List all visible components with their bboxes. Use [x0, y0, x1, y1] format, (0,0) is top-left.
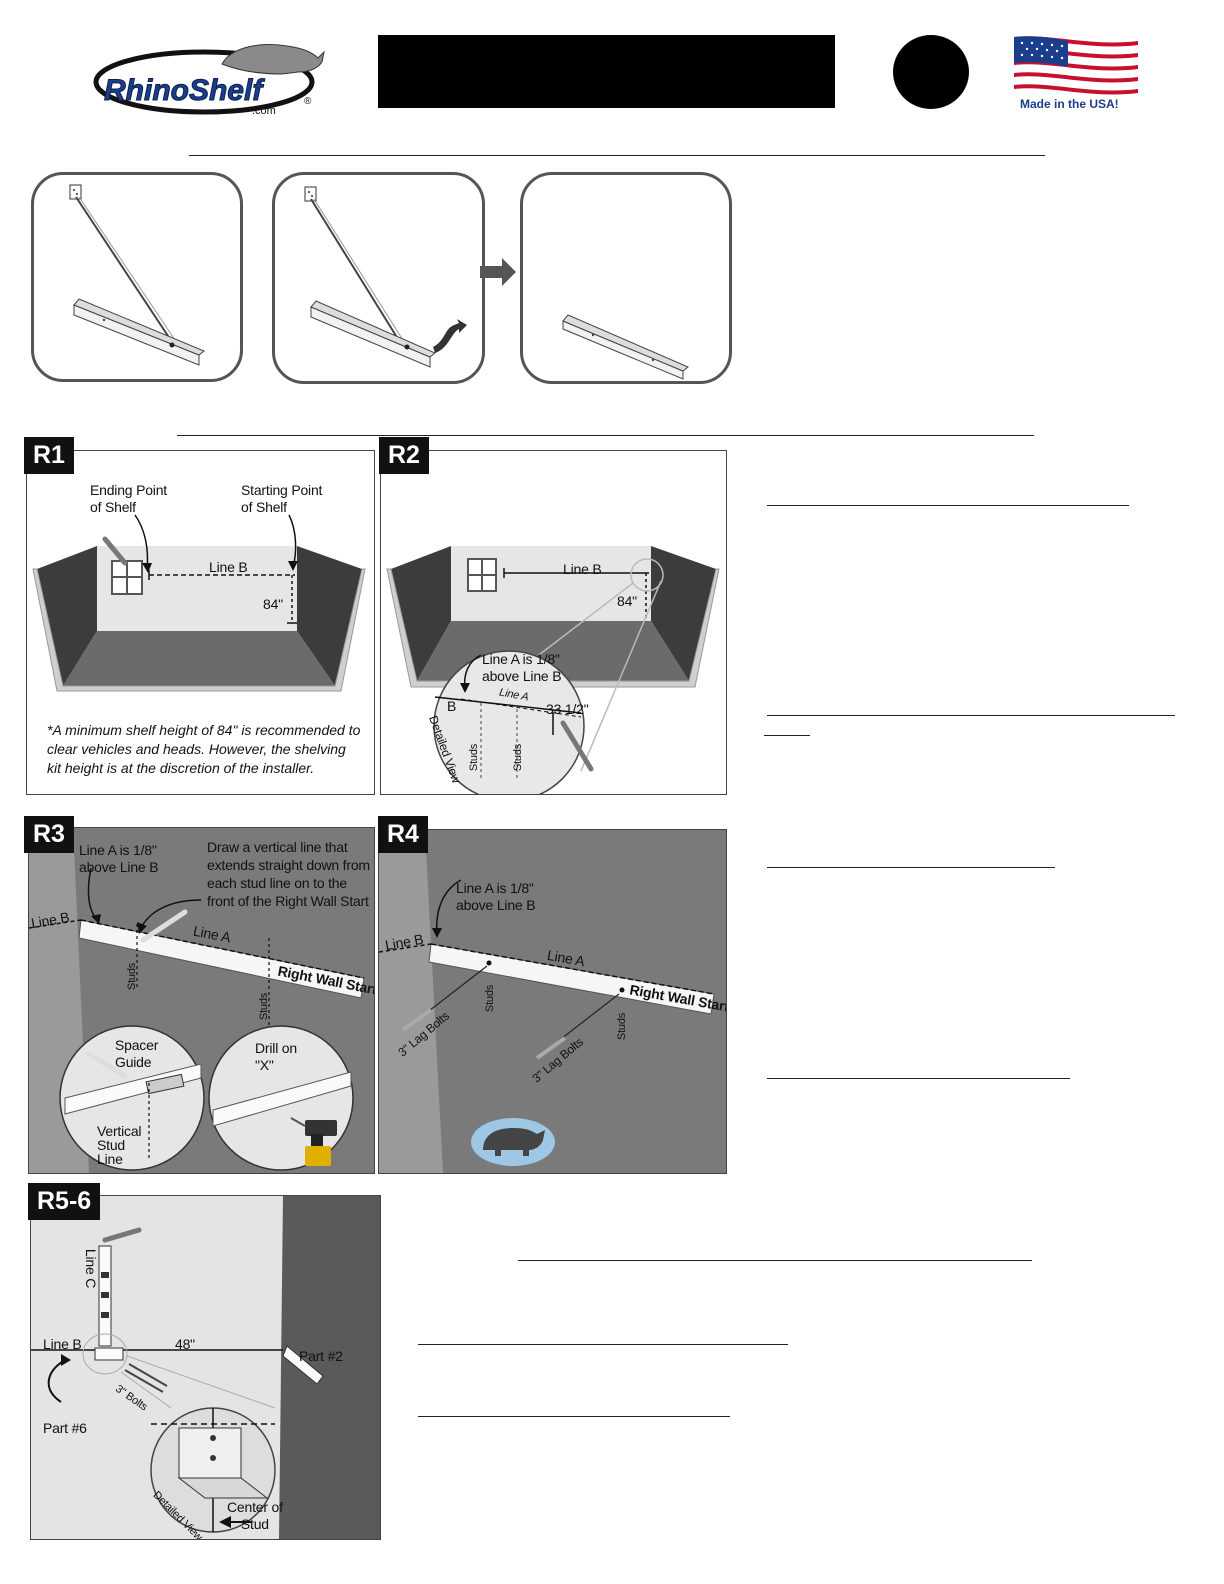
logo-graphic: RhinoShelf ® .com — [92, 38, 332, 118]
r2-tag: R2 — [379, 437, 429, 474]
step-frame-1 — [31, 172, 243, 382]
r56-instruction-rule-b — [418, 1344, 788, 1345]
title-redaction-bar — [378, 35, 835, 108]
r2-line-b-label: Line B — [563, 561, 602, 578]
r2-height-label: 84" — [617, 593, 637, 610]
r56-line-c-label: Line C — [82, 1249, 99, 1288]
svg-text:.com: .com — [252, 105, 276, 117]
r1-starting-point-label: Starting Point of Shelf — [241, 482, 322, 516]
r4-instruction-rule — [767, 1078, 1070, 1079]
r56-part6-label: Part #6 — [43, 1420, 87, 1437]
made-in-usa-text: Made in the USA! — [1020, 97, 1119, 111]
r4-studs-label-2: Studs — [614, 1013, 631, 1040]
r4-line-a-note: Line A is 1/8" above Line B — [456, 880, 535, 914]
section-rule-1 — [189, 155, 1045, 156]
brace-bracket-diagram — [34, 175, 240, 379]
r2-studs-label-2: Studs — [510, 744, 527, 771]
step-frame-3 — [520, 172, 732, 384]
r56-instruction-rule-a — [518, 1260, 1032, 1261]
r3-spacer-guide-label: Spacer Guide — [115, 1037, 158, 1071]
r56-width-label: 48" — [175, 1336, 195, 1353]
r1-height-label: 84" — [263, 596, 283, 613]
r3-drill-on-label: Drill on "X" — [255, 1040, 297, 1074]
r3-studs-label-2: Studs — [256, 993, 273, 1020]
brace-removal-diagram — [275, 175, 482, 381]
r2-instruction-rule-a — [767, 715, 1175, 716]
panel-r2: Line B 84" Line A is 1/8" above Line B B… — [380, 450, 727, 795]
r1-instruction-rule — [767, 505, 1129, 506]
usa-flag-badge: Made in the USA! — [1010, 33, 1145, 115]
r2-studs-label-1: Studs — [466, 744, 483, 771]
r1-ending-point-label: Ending Point of Shelf — [90, 482, 167, 516]
r4-studs-label-1: Studs — [482, 985, 499, 1012]
r3-studs-label-1: Studs — [124, 963, 141, 990]
r56-part2-label: Part #2 — [299, 1348, 343, 1365]
r1-tag: R1 — [24, 437, 74, 474]
step-frame-2 — [272, 172, 485, 384]
next-arrow-icon — [480, 258, 516, 286]
black-circle-badge — [893, 35, 969, 109]
logo-wordmark: RhinoShelf — [104, 74, 265, 107]
panel-r4: Line A is 1/8" above Line B Line B Line … — [378, 829, 727, 1174]
r56-tag: R5-6 — [28, 1183, 100, 1220]
r1-line-b-label: Line B — [209, 559, 248, 576]
bracket-only-diagram — [523, 175, 729, 381]
r56-line-b-label: Line B — [43, 1336, 82, 1353]
r56-instruction-rule-c — [418, 1416, 730, 1417]
section-rule-2 — [177, 435, 1034, 436]
r2-b-label: B — [447, 698, 456, 715]
r2-measure-label: 33 1/2" — [546, 701, 589, 718]
rhinoshelf-logo: RhinoShelf ® .com — [92, 38, 332, 118]
r56-wall-illustration — [31, 1196, 380, 1539]
r3-draw-note: Draw a vertical line that extends straig… — [207, 838, 370, 910]
r4-tag: R4 — [378, 816, 428, 853]
panel-r56: Line C Line B 48" Part #2 3" Bolts Part … — [30, 1195, 381, 1540]
r56-center-of-stud-label: Center of Stud — [227, 1499, 283, 1533]
r3-instruction-rule — [767, 867, 1055, 868]
panel-r1: Ending Point of Shelf Starting Point of … — [26, 450, 375, 795]
r3-tag: R3 — [24, 816, 74, 853]
curved-arrow-icon — [433, 319, 467, 353]
r2-instruction-rule-b — [764, 735, 810, 736]
r3-vertical-stud-line-label: Vertical Stud Line — [97, 1124, 141, 1166]
svg-text:®: ® — [304, 96, 312, 107]
r3-line-a-note: Line A is 1/8" above Line B — [79, 842, 158, 876]
r1-height-note: *A minimum shelf height of 84" is recomm… — [47, 721, 362, 778]
panel-r3: Line A is 1/8" above Line B Draw a verti… — [28, 827, 375, 1174]
r2-line-a-note: Line A is 1/8" above Line B — [482, 651, 561, 685]
